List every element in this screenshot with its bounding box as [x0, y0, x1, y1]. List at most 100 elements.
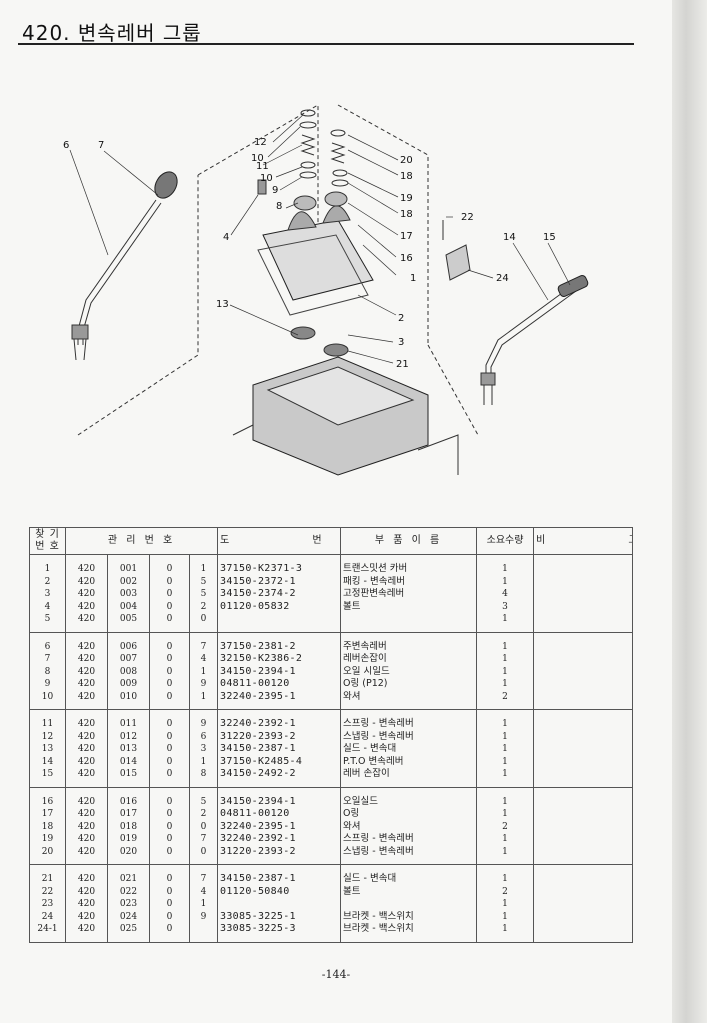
cell-no: 18	[29, 820, 66, 833]
cell-b: 003	[107, 588, 150, 601]
cell-d: 7	[188, 632, 219, 653]
cell-d: 5	[188, 588, 219, 601]
cell-drawing: 34150-2492-2	[217, 768, 342, 788]
cell-drawing: 34150-2387-1	[217, 743, 342, 756]
cell-name: 실드 - 변속대	[340, 864, 478, 886]
cell-drawing: 32240-2395-1	[217, 820, 342, 833]
callout-3: 3	[398, 337, 404, 348]
cell-qty: 1	[476, 898, 535, 911]
cell-b: 022	[107, 885, 150, 898]
cell-a: 420	[65, 833, 108, 846]
cell-qty: 4	[476, 588, 535, 601]
cell-d: 2	[188, 808, 219, 821]
cell-drawing: 01120-50840	[217, 885, 342, 898]
cell-qty: 1	[476, 768, 535, 788]
cell-qty: 2	[476, 885, 535, 898]
cell-d: 9	[188, 678, 219, 691]
cell-a: 420	[65, 665, 108, 678]
cell-a: 420	[65, 575, 108, 588]
cell-drawing: 31220-2393-2	[217, 730, 342, 743]
cell-no: 5	[29, 613, 66, 633]
cell-b: 024	[107, 910, 150, 923]
cell-b: 011	[107, 709, 150, 731]
cell-no: 12	[29, 730, 66, 743]
cell-a: 420	[65, 864, 108, 886]
cell-c: 0	[149, 768, 190, 788]
callout-18b: 18	[400, 209, 413, 220]
title-rule	[18, 43, 634, 45]
cell-name	[340, 898, 478, 911]
cell-no: 19	[29, 833, 66, 846]
cell-b: 025	[107, 923, 150, 943]
cell-d: 4	[188, 653, 219, 666]
cell-name: 브라켓 - 백스위치	[340, 923, 478, 943]
callout-14: 14	[503, 232, 516, 243]
cell-remarks	[533, 768, 634, 788]
cell-b: 008	[107, 665, 150, 678]
cell-drawing: 31220-2393-2	[217, 845, 342, 865]
cell-remarks	[533, 885, 634, 898]
cell-a: 420	[65, 885, 108, 898]
cell-no: 13	[29, 743, 66, 756]
cell-remarks	[533, 845, 634, 865]
cell-remarks	[533, 787, 634, 808]
header-management-no: 관 리 번 호	[64, 527, 219, 555]
cell-no: 24-1	[29, 923, 66, 943]
cell-drawing: 01120-05832	[217, 600, 342, 613]
cell-remarks	[533, 808, 634, 821]
cell-qty: 1	[476, 554, 535, 576]
cell-c: 0	[149, 864, 190, 886]
cell-d: 5	[188, 787, 219, 808]
callout-labels: 1 2 3 4 6 7 8 9 10 10 11 12 13 14 15 16 …	[63, 137, 556, 370]
cell-d: 0	[188, 820, 219, 833]
cell-no: 3	[29, 588, 66, 601]
cell-remarks	[533, 665, 634, 678]
cell-b: 020	[107, 845, 150, 865]
exploded-view-diagram: 1 2 3 4 6 7 8 9 10 10 11 12 13 14 15 16 …	[63, 104, 589, 476]
cell-no: 4	[29, 600, 66, 613]
cell-name: 레버손잡이	[340, 653, 478, 666]
cell-no: 11	[29, 709, 66, 731]
cell-qty: 1	[476, 845, 535, 865]
cell-name: 와셔	[340, 820, 478, 833]
cell-remarks	[533, 613, 634, 633]
cell-a: 420	[65, 730, 108, 743]
cell-remarks	[533, 575, 634, 588]
cell-d: 0	[188, 613, 219, 633]
cell-remarks	[533, 678, 634, 691]
cell-c: 0	[149, 554, 190, 576]
cell-a: 420	[65, 845, 108, 865]
cell-qty: 1	[476, 678, 535, 691]
cell-c: 0	[149, 787, 190, 808]
cell-no: 9	[29, 678, 66, 691]
cell-d: 5	[188, 575, 219, 588]
cell-d: 4	[188, 885, 219, 898]
cell-d: 2	[188, 600, 219, 613]
cell-b: 006	[107, 632, 150, 653]
cell-b: 012	[107, 730, 150, 743]
cell-drawing: 33085-3225-3	[217, 923, 342, 943]
cell-qty: 1	[476, 632, 535, 653]
cell-c: 0	[149, 755, 190, 768]
cell-d: 8	[188, 768, 219, 788]
cell-c: 0	[149, 575, 190, 588]
cell-no: 8	[29, 665, 66, 678]
cell-remarks	[533, 743, 634, 756]
cell-remarks	[533, 690, 634, 710]
cell-name: 실드 - 변속대	[340, 743, 478, 756]
cell-remarks	[533, 910, 634, 923]
cell-a: 420	[65, 923, 108, 943]
cell-name: 오일실드	[340, 787, 478, 808]
cell-d: 1	[188, 898, 219, 911]
cell-name: 볼트	[340, 885, 478, 898]
callout-9: 9	[272, 185, 278, 196]
cell-qty: 2	[476, 690, 535, 710]
cell-remarks	[533, 554, 634, 576]
cell-b: 017	[107, 808, 150, 821]
